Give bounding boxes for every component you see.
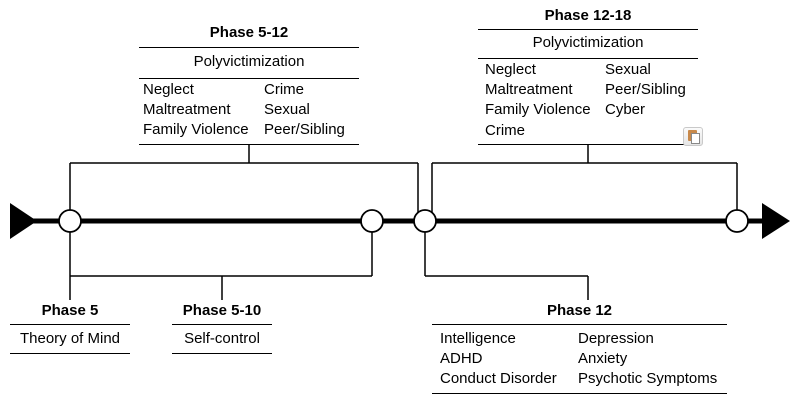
phase-5-12-item: Sexual <box>264 101 310 118</box>
phase-12-title: Phase 12 <box>546 302 613 319</box>
phase-5-12-divider-mid <box>139 78 359 79</box>
timeline-marker-age-12 <box>413 209 437 233</box>
timeline-end-arrow <box>762 203 790 239</box>
phase-12-item: Anxiety <box>578 350 628 367</box>
phase-12-divider-top <box>432 324 727 325</box>
phase-5-12-divider-top <box>139 47 359 48</box>
phase-5-12-item: Neglect <box>143 81 194 98</box>
phase-5-10-divider-top <box>172 324 272 325</box>
phase-12-item: Intelligence <box>440 330 516 347</box>
phase-12-item: Depression <box>578 330 654 347</box>
phase-12-item: Psychotic Symptoms <box>578 370 718 387</box>
timeline-marker-age-5 <box>58 209 82 233</box>
phase-12-item: Conduct Disorder <box>440 370 557 387</box>
timeline-marker-age-10 <box>360 209 384 233</box>
phase-12-18-item: Cyber <box>605 101 646 118</box>
phase-5-item: Theory of Mind <box>19 330 121 347</box>
phase-5-12-item: Maltreatment <box>143 101 231 118</box>
phase-12-18-subtitle: Polyvictimization <box>532 34 644 51</box>
timeline-marker-age-18 <box>725 209 749 233</box>
phase-12-18-item: Peer/Sibling <box>605 81 686 98</box>
phase-5-12-item: Family Violence <box>143 121 249 138</box>
phase-5-12-divider-bottom <box>139 144 359 145</box>
phase-12-18-item: Maltreatment <box>485 81 573 98</box>
phase-12-18-title: Phase 12-18 <box>544 7 632 24</box>
phase-5-10-item: Self-control <box>184 330 260 347</box>
phase-12-18-divider-bottom <box>478 144 698 145</box>
phase-12-18-divider-mid <box>478 58 698 59</box>
timeline-start-arrow <box>10 203 37 239</box>
phase-5-title: Phase 5 <box>41 302 99 319</box>
phase-12-18-item: Neglect <box>485 61 536 78</box>
paste-sheet-icon <box>691 133 700 144</box>
phase-5-12-item: Crime <box>264 81 304 98</box>
phase-5-10-title: Phase 5-10 <box>182 302 262 319</box>
phase-12-divider-bottom <box>432 393 727 394</box>
phase-5-divider-top <box>10 324 130 325</box>
phase-5-12-title: Phase 5-12 <box>209 24 289 41</box>
phase-12-18-divider-top <box>478 29 698 30</box>
phase-12-18-item: Crime <box>485 122 525 139</box>
phase-12-18-item: Sexual <box>605 61 651 78</box>
phase-12-item: ADHD <box>440 350 483 367</box>
phase-5-12-subtitle: Polyvictimization <box>193 53 305 70</box>
phase-5-12-item: Peer/Sibling <box>264 121 345 138</box>
phase-12-18-item: Family Violence <box>485 101 591 118</box>
paste-options-icon[interactable] <box>683 127 703 146</box>
phase-5-10-divider-bottom <box>172 353 272 354</box>
phase-5-divider-bottom <box>10 353 130 354</box>
